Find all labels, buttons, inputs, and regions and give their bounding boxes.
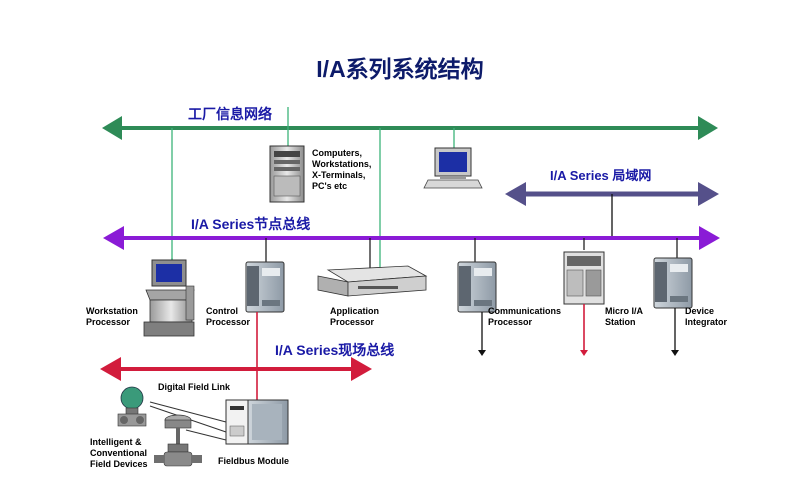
lan-bus: [505, 182, 719, 238]
svg-text:Integrator: Integrator: [685, 317, 728, 327]
control-processor-icon: [245, 261, 285, 313]
workstation-label: Workstation Processor: [86, 306, 138, 327]
svg-text:Micro I/A: Micro I/A: [605, 306, 644, 316]
fieldbus-bus: [100, 357, 372, 381]
micro-ia-station-icon: [563, 251, 605, 356]
application-processor-icon: [317, 265, 428, 297]
control-valve-icon: [154, 414, 202, 467]
svg-text:Device: Device: [685, 306, 714, 316]
communications-label: Communications Processor: [488, 306, 561, 327]
device-integrator-label: Device Integrator: [685, 306, 728, 327]
micro-ia-label: Micro I/A Station: [605, 306, 644, 327]
communications-processor-icon: [457, 261, 497, 356]
svg-text:Application: Application: [330, 306, 379, 316]
field-devices-label: Intelligent & Conventional Field Devices: [90, 437, 148, 469]
fieldbus-label: I/A Series现场总线: [275, 342, 394, 358]
svg-text:Field Devices: Field Devices: [90, 459, 148, 469]
workstation-console-icon: [143, 259, 195, 337]
svg-text:Processor: Processor: [488, 317, 533, 327]
svg-text:Workstation: Workstation: [86, 306, 138, 316]
fieldbus-module-label: Fieldbus Module: [218, 456, 289, 466]
nodebus-label: I/A Series节点总线: [191, 216, 310, 232]
svg-text:Processor: Processor: [86, 317, 131, 327]
plant-network-bus: [102, 116, 718, 140]
computers-label: Computers, Workstations, X-Terminals, PC…: [312, 148, 371, 191]
svg-text:Conventional: Conventional: [90, 448, 147, 458]
fieldbus-module-icon: [225, 399, 289, 445]
svg-text:Processor: Processor: [206, 317, 251, 327]
svg-text:Control: Control: [206, 306, 238, 316]
svg-text:Computers,: Computers,: [312, 148, 362, 158]
svg-text:Processor: Processor: [330, 317, 375, 327]
application-label: Application Processor: [330, 306, 379, 327]
nodebus-drops: [265, 238, 678, 268]
transmitter-icon: [117, 386, 147, 427]
server-icon: [269, 145, 305, 203]
control-label: Control Processor: [206, 306, 251, 327]
pc-icon: [423, 147, 483, 189]
svg-text:Station: Station: [605, 317, 636, 327]
svg-text:Communications: Communications: [488, 306, 561, 316]
svg-text:X-Terminals,: X-Terminals,: [312, 170, 365, 180]
nodebus: [103, 226, 720, 250]
plant-network-label: 工厂信息网络: [188, 106, 272, 122]
svg-text:Intelligent &: Intelligent &: [90, 437, 142, 447]
svg-text:Workstations,: Workstations,: [312, 159, 371, 169]
diagram-title: I/A系列系统结构: [316, 56, 483, 82]
svg-text:PC's etc: PC's etc: [312, 181, 347, 191]
digital-field-link-label: Digital Field Link: [158, 382, 231, 392]
device-integrator-icon: [653, 257, 693, 356]
lan-label: I/A Series 局域网: [550, 168, 651, 183]
